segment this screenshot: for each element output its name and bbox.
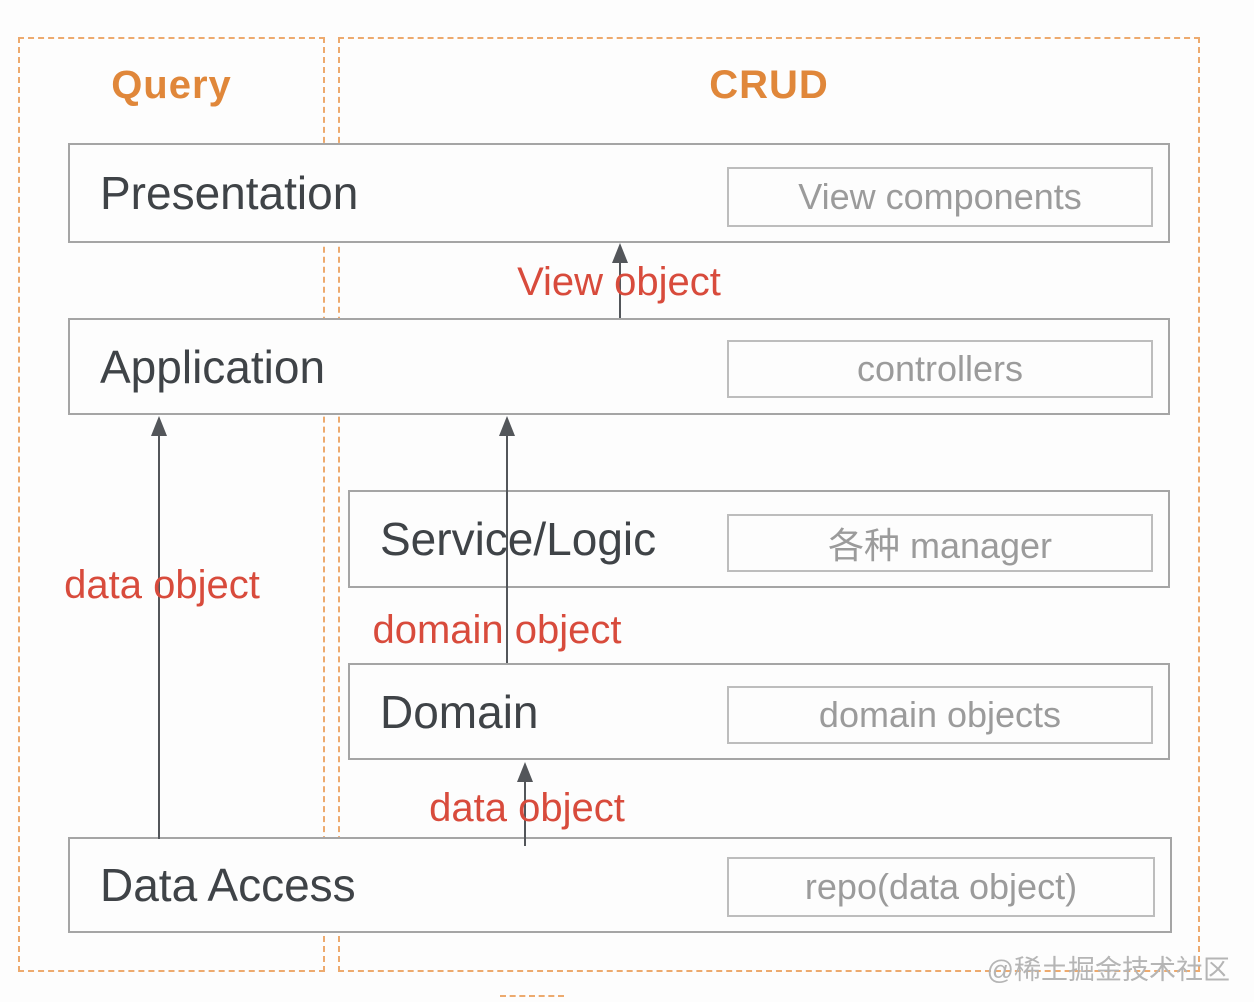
layer-domain: Domain domain objects <box>348 663 1170 760</box>
component-repo: repo(data object) <box>727 857 1155 917</box>
layer-presentation-label: Presentation <box>100 167 359 219</box>
layer-application-label: Application <box>100 340 326 393</box>
crud-region-box: CRUD <box>338 37 1200 972</box>
layer-service-logic-label: Service/Logic <box>380 513 657 565</box>
component-domain-objects: domain objects <box>727 686 1153 744</box>
layer-data-access: Data Access repo(data object) <box>68 837 1172 933</box>
component-controllers: controllers <box>727 340 1153 398</box>
flow-label-view-object: View object <box>517 260 721 304</box>
layer-data-access-label: Data Access <box>100 859 356 911</box>
flow-label-data-object-left: data object <box>64 563 260 607</box>
flow-label-domain-object: domain object <box>372 608 622 652</box>
crud-region-title: CRUD <box>709 63 829 107</box>
bottom-dash-fragment <box>500 995 564 997</box>
component-domain-objects-label: domain objects <box>818 694 1062 735</box>
watermark: @稀土掘金技术社区 <box>986 955 1230 985</box>
component-repo-label: repo(data object) <box>804 866 1078 907</box>
layer-domain-label: Domain <box>380 685 539 738</box>
layer-presentation: Presentation View components <box>68 143 1170 243</box>
component-managers-label: 各种 manager <box>827 525 1053 566</box>
query-region-title: Query <box>111 63 232 107</box>
component-controllers-label: controllers <box>856 348 1024 389</box>
query-region-box: Query <box>18 37 325 972</box>
component-managers: 各种 manager <box>727 514 1153 572</box>
component-view-components: View components <box>727 167 1153 227</box>
flow-label-data-object-bottom: data object <box>429 786 625 830</box>
component-view-components-label: View components <box>798 176 1082 217</box>
layer-application: Application controllers <box>68 318 1170 415</box>
layer-service-logic: Service/Logic 各种 manager <box>348 490 1170 588</box>
